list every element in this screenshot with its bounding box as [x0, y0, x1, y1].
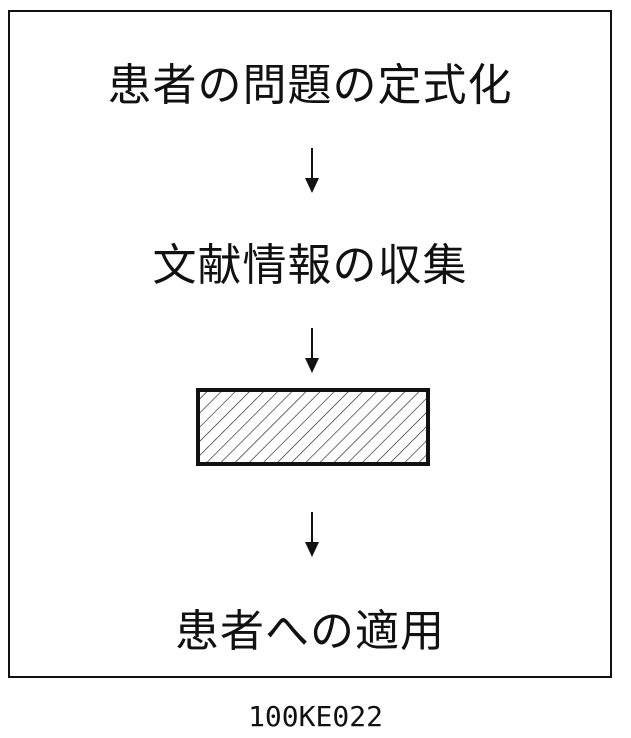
flowchart-frame: 患者の問題の定式化 文献情報の収集 患者への適用	[8, 10, 612, 678]
down-arrow-icon	[305, 512, 319, 557]
down-arrow-icon	[305, 328, 319, 373]
hatched-blank-box	[196, 388, 430, 466]
step-apply-to-patient: 患者への適用	[175, 606, 445, 657]
down-arrow-icon	[305, 148, 319, 193]
step-collect-literature: 文献情報の収集	[152, 240, 468, 291]
figure-code: 100KE022	[248, 700, 383, 733]
step-formulate-problem: 患者の問題の定式化	[107, 60, 513, 111]
